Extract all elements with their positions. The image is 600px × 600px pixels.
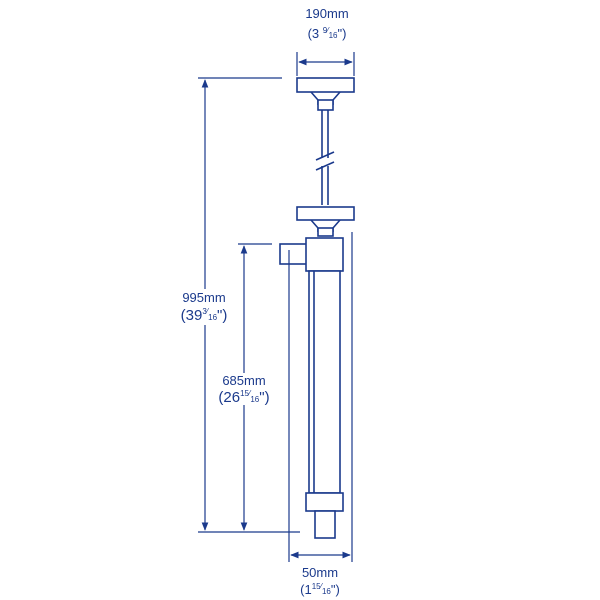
pump-barrel [308,270,341,494]
total-height-metric: 995mm [182,290,225,305]
handle-width-imperial: (3 9⁄16") [308,26,347,41]
handle-width-dimension [296,52,355,76]
upper-collar [305,237,344,272]
barrel-height-metric: 685mm [222,373,265,388]
barrel-width-dimension [288,232,353,562]
inlet-tube [314,510,336,539]
handle-width-metric: 190mm [305,6,348,21]
lower-collar [305,492,344,512]
break-mark [315,151,335,161]
total-height-imperial: (393⁄16") [181,307,228,324]
outlet-spout [279,243,309,265]
total-height-dimension [198,77,300,533]
barrel-width-metric: 50mm [302,565,338,580]
barrel-height-dimension [238,243,272,531]
t-handle [296,77,355,111]
barrel-cap-handle [296,206,355,237]
break-mark [315,161,335,171]
barrel-height-imperial: (2615⁄16") [218,389,269,406]
pump-rod [315,110,335,205]
barrel-width-imperial: (115⁄16") [300,582,340,597]
